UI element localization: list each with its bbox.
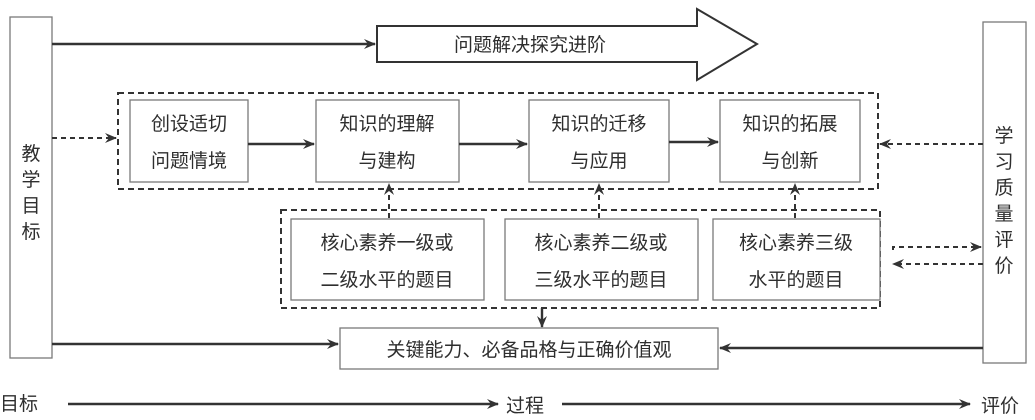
process-steps-group bbox=[117, 92, 879, 190]
process-step-line2: 问题情境 bbox=[151, 150, 227, 172]
evaluation-char: 习 bbox=[994, 151, 1013, 173]
question-level-line1: 核心素养一级或 bbox=[320, 232, 453, 254]
outcome-label: 关键能力、必备品格与正确价值观 bbox=[386, 339, 671, 361]
inquiry-progression-arrow: 问题解决探究进阶 bbox=[376, 7, 759, 82]
question-level-1: 核心素养一级或 二级水平的题目 bbox=[290, 218, 485, 301]
process-step-4: 知识的拓展 与创新 bbox=[719, 99, 861, 183]
question-level-line1: 核心素养三级 bbox=[739, 232, 853, 254]
outcome-box: 关键能力、必备品格与正确价值观 bbox=[339, 327, 719, 370]
question-level-line1: 核心素养二级或 bbox=[534, 232, 667, 254]
teaching-goal-char: 标 bbox=[21, 221, 40, 243]
process-step-line2: 与创新 bbox=[761, 150, 818, 172]
timeline-end-label: 评价 bbox=[981, 395, 1019, 417]
question-level-line2: 三级水平的题目 bbox=[534, 269, 667, 291]
process-step-line2: 与应用 bbox=[570, 150, 627, 172]
process-step-line2: 与建构 bbox=[358, 150, 415, 172]
process-step-1: 创设适切 问题情境 bbox=[129, 99, 249, 183]
timeline-middle-label: 过程 bbox=[506, 395, 544, 417]
evaluation-char: 质 bbox=[994, 177, 1013, 199]
teaching-goal-char: 教 bbox=[21, 143, 40, 165]
process-step-line1: 知识的拓展 bbox=[742, 113, 837, 135]
process-step-3: 知识的迁移 与应用 bbox=[528, 99, 670, 183]
teaching-goal-column: 教 学 目 标 bbox=[9, 16, 53, 359]
evaluation-char: 学 bbox=[994, 125, 1013, 147]
question-level-2: 核心素养二级或 三级水平的题目 bbox=[504, 218, 699, 301]
evaluation-char: 评 bbox=[994, 229, 1013, 251]
evaluation-char: 量 bbox=[994, 203, 1013, 225]
question-level-line2: 水平的题目 bbox=[748, 269, 843, 291]
process-step-line1: 知识的迁移 bbox=[551, 113, 646, 135]
process-step-2: 知识的理解 与建构 bbox=[315, 99, 460, 183]
inquiry-progression-label: 问题解决探究进阶 bbox=[454, 34, 606, 56]
timeline: 目标 过程 评价 bbox=[0, 393, 1019, 417]
question-level-line2: 二级水平的题目 bbox=[320, 269, 453, 291]
evaluation-char: 价 bbox=[994, 255, 1013, 277]
questions-to-evaluation-dashed-arrow bbox=[892, 242, 982, 252]
teaching-goal-char: 目 bbox=[21, 195, 40, 217]
question-levels-group bbox=[280, 209, 881, 309]
process-step-line1: 知识的理解 bbox=[339, 113, 434, 135]
question-level-3: 核心素养三级 水平的题目 bbox=[712, 218, 881, 301]
process-step-line1: 创设适切 bbox=[151, 113, 227, 135]
learning-quality-evaluation-column: 学 习 质 量 评 价 bbox=[982, 21, 1027, 364]
timeline-start-label: 目标 bbox=[0, 393, 38, 415]
teaching-goal-char: 学 bbox=[21, 169, 40, 191]
